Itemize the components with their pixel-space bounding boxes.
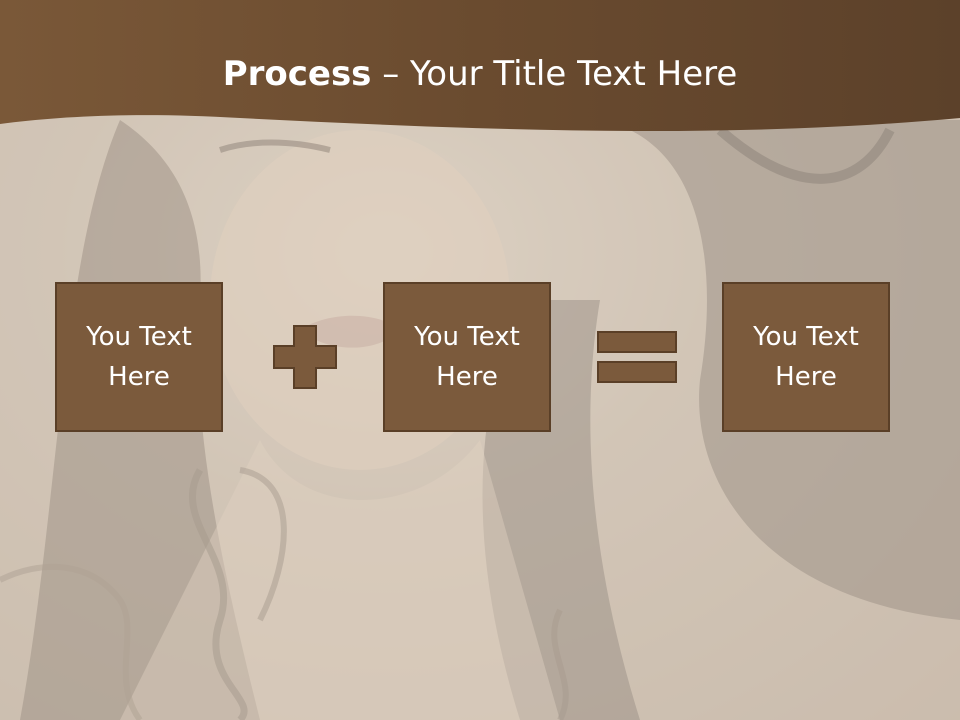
process-box-1-text: You Text Here xyxy=(86,322,192,392)
slide-title: Process – Your Title Text Here xyxy=(0,52,960,96)
process-box-1[interactable]: You Text Here xyxy=(55,282,223,432)
title-rest-text: – Your Title Text Here xyxy=(371,54,738,94)
process-box-2[interactable]: You Text Here xyxy=(383,282,551,432)
equals-icon xyxy=(597,331,677,383)
process-box-2-text: You Text Here xyxy=(414,322,520,392)
title-banner xyxy=(0,0,960,132)
process-box-3[interactable]: You Text Here xyxy=(722,282,890,432)
process-box-3-text: You Text Here xyxy=(753,322,859,392)
plus-icon xyxy=(273,325,337,389)
title-bold-text: Process xyxy=(222,54,372,94)
